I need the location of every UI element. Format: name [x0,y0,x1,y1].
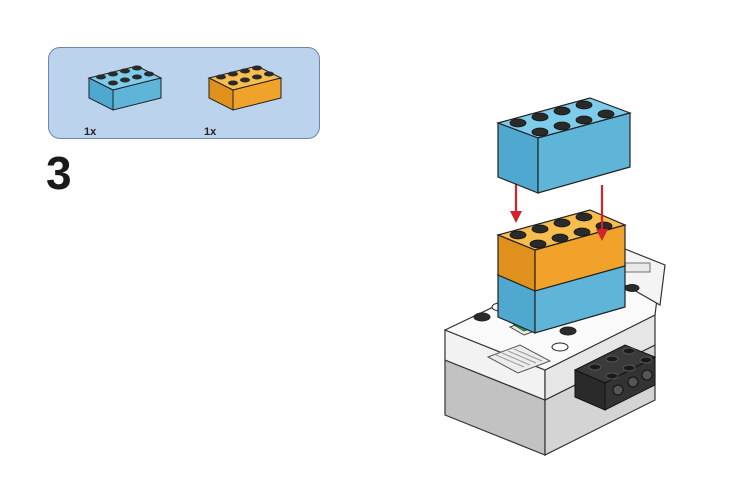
brick-orange-icon [207,65,283,111]
part-orange-brick: 1x [199,56,289,138]
arrow-down-icon [510,167,608,241]
floating-blue-brick [496,97,632,194]
placed-orange-brick [496,209,627,292]
part-orange-quantity: 1x [204,126,217,138]
brick-blue-icon [87,65,163,111]
part-blue-brick: 1x [79,56,169,138]
assembly-illustration [443,97,666,456]
step-number: 3 [46,147,72,199]
parts-panel: 1x 1x [48,47,320,139]
part-blue-quantity: 1x [84,126,97,138]
